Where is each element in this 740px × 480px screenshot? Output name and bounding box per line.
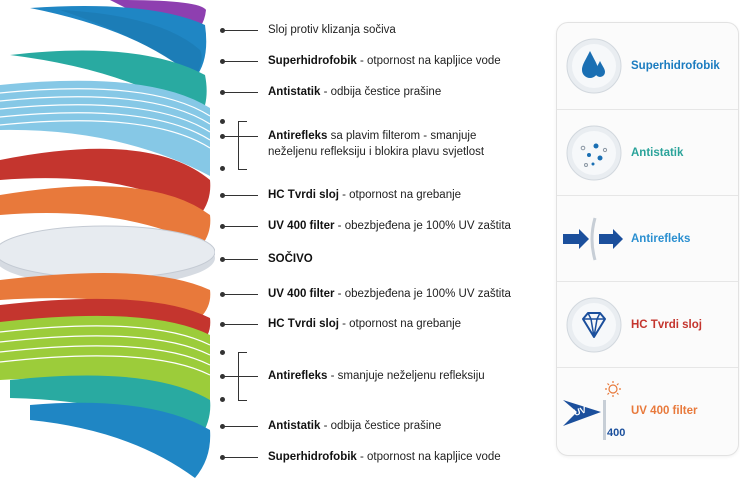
callout-text: - smanjuje neželjenu refleksiju <box>327 370 485 382</box>
callout-text: - otpornost na grebanje <box>338 318 462 330</box>
feature-hard-coat: HC Tvrdi sloj <box>557 281 738 368</box>
callout-text: - odbija čestice prašine <box>320 86 442 98</box>
uv-shield-icon: UV 400 <box>563 381 625 440</box>
bracket-dot <box>220 119 225 124</box>
callout-uv-filter-bottom: UV 400 filter - obezbjeđena je 100% UV z… <box>220 284 511 304</box>
leader-line <box>220 134 258 139</box>
feature-uv-filter: UV 400 UV 400 filter <box>557 367 738 454</box>
callout-bold: Antirefleks <box>268 130 328 142</box>
callout-uv-filter-top: UV 400 filter - obezbjeđena je 100% UV z… <box>220 216 511 236</box>
callout-anti-slip: Sloj protiv klizanja sočiva <box>220 20 396 40</box>
feature-label: HC Tvrdi sloj <box>631 319 702 331</box>
callout-antistatic-top: Antistatik - odbija čestice prašine <box>220 82 442 102</box>
callout-lens: SOČIVO <box>220 249 313 269</box>
callout-bold: Antistatik <box>268 420 321 432</box>
lens-layers-illustration <box>0 0 215 478</box>
layer-lens-core <box>0 225 215 286</box>
callout-bold: UV 400 filter <box>268 288 335 300</box>
leader-line <box>220 291 258 297</box>
callout-bold: Superhidrofobik <box>268 55 357 67</box>
callout-text: - otpornost na kapljice vode <box>356 451 501 463</box>
callout-text: Sloj protiv klizanja sočiva <box>268 24 396 36</box>
callout-bold: HC Tvrdi sloj <box>268 318 339 330</box>
layer-antireflective-blue <box>0 80 211 176</box>
callout-bold: Superhidrofobik <box>268 451 357 463</box>
leader-line <box>220 373 258 379</box>
leader-line <box>220 27 258 33</box>
callout-bold: Antistatik <box>268 86 321 98</box>
callout-antistatic-bottom: Antistatik - odbija čestice prašine <box>220 416 442 436</box>
callout-text: - obezbjeđena je 100% UV zaštita <box>334 220 511 232</box>
feature-antistatic: Antistatik <box>557 109 738 196</box>
callout-bold: HC Tvrdi sloj <box>268 189 339 201</box>
leader-line <box>220 192 258 198</box>
layer-hard-coat-top <box>0 148 211 215</box>
leader-line <box>220 58 258 64</box>
callout-text: - obezbjeđena je 100% UV zaštita <box>334 288 511 300</box>
leader-line <box>220 423 258 429</box>
uv-400-text: 400 <box>607 427 625 439</box>
bracket-antireflective-green <box>238 352 247 401</box>
callout-bold: Antirefleks <box>268 370 328 382</box>
callout-text: - odbija čestice prašine <box>320 420 442 432</box>
layer-uv-filter-top <box>0 186 211 245</box>
feature-label: Antistatik <box>631 147 684 159</box>
callout-bold: UV 400 filter <box>268 220 335 232</box>
dust-particles-icon <box>566 125 622 181</box>
feature-label: Antirefleks <box>631 233 691 245</box>
bracket-antireflective-blue <box>238 121 247 170</box>
callout-hard-coat-top: HC Tvrdi sloj - otpornost na grebanje <box>220 185 462 205</box>
bracket-dot <box>220 166 225 171</box>
reflection-arrows-icon <box>563 217 623 261</box>
layer-antireflective-green <box>0 315 211 400</box>
water-drops-icon <box>566 38 622 94</box>
callout-antireflective-blue: Antirefleks sa plavim filterom - smanjuj… <box>220 128 518 160</box>
callout-text: - otpornost na grebanje <box>338 189 462 201</box>
callout-text: - otpornost na kapljice vode <box>356 55 501 67</box>
feature-label: Superhidrofobik <box>631 60 720 72</box>
layer-antistatic-top <box>10 50 207 118</box>
callout-bold: SOČIVO <box>268 253 313 265</box>
bracket-dot <box>220 397 225 402</box>
feature-antireflective: Antirefleks <box>557 195 738 282</box>
callout-superhydrophobic-top: Superhidrofobik - otpornost na kapljice … <box>220 51 501 71</box>
feature-panel: Superhidrofobik Antistatik <box>556 22 739 456</box>
callout-antireflective-green: Antirefleks - smanjuje neželjenu refleks… <box>220 366 485 386</box>
uv-badge-text: UV <box>573 405 588 418</box>
leader-line <box>220 89 258 95</box>
layer-superhydrophobic-bottom <box>30 402 211 478</box>
callout-superhydrophobic-bottom: Superhidrofobik - otpornost na kapljice … <box>220 447 501 467</box>
leader-line <box>220 256 258 262</box>
bracket-dot <box>220 350 225 355</box>
feature-superhydrophobic: Superhidrofobik <box>557 23 738 109</box>
callout-text: sa plavim filterom - smanjuje neželjenu … <box>268 130 485 158</box>
diamond-icon <box>566 297 622 353</box>
feature-label: UV 400 filter <box>631 405 698 417</box>
callout-hard-coat-bottom: HC Tvrdi sloj - otpornost na grebanje <box>220 314 462 334</box>
leader-line <box>220 223 258 229</box>
leader-line <box>220 321 258 327</box>
leader-line <box>220 454 258 460</box>
